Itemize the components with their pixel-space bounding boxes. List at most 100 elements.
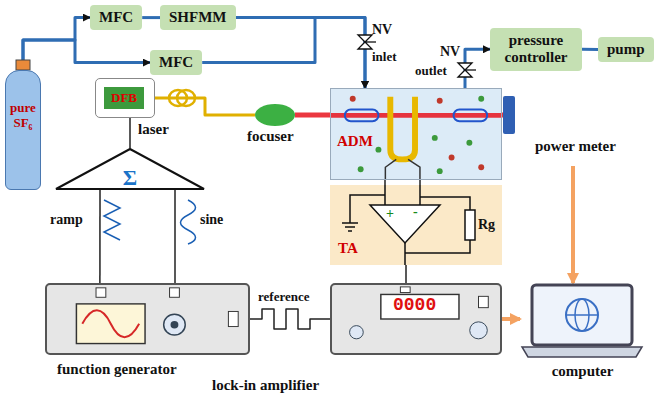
drawing-part bbox=[96, 288, 106, 297]
node-text: computer bbox=[520, 363, 645, 380]
drawing-part bbox=[358, 166, 364, 172]
drawing-part bbox=[465, 210, 475, 240]
drawing-part bbox=[82, 310, 139, 337]
node-text: pure SF₆ bbox=[6, 101, 40, 131]
diagram-label: NV bbox=[372, 22, 392, 37]
diagram-label: inlet bbox=[372, 50, 397, 64]
flowmeter-box: SHFMM bbox=[160, 5, 236, 30]
node-text: function generator bbox=[57, 361, 177, 378]
node-text: SHFMM bbox=[169, 9, 227, 26]
diagram-label: + bbox=[386, 206, 394, 221]
node-text: power meter bbox=[535, 138, 616, 155]
node-text: MFC bbox=[99, 9, 133, 26]
gas-cylinder: pure SF₆ bbox=[5, 70, 41, 190]
drawing-part bbox=[566, 299, 598, 331]
node-text: MFC bbox=[159, 54, 193, 71]
drawing-part bbox=[466, 140, 472, 146]
pump-box: pump bbox=[598, 37, 654, 62]
drawing-part bbox=[375, 147, 381, 153]
drawing-part bbox=[171, 321, 179, 329]
laser-box: DFBlaser bbox=[95, 78, 155, 118]
pressure-controller-box: pressure controller bbox=[490, 28, 582, 71]
summer-triangle: Σ bbox=[55, 148, 205, 190]
node-text: pump bbox=[607, 41, 645, 58]
drawing-part bbox=[76, 304, 145, 344]
flow-controller-box: MFC bbox=[90, 5, 142, 30]
drawing-part bbox=[350, 96, 356, 102]
drawing-part bbox=[522, 347, 642, 357]
drawing-part bbox=[350, 195, 470, 265]
drawing-part bbox=[345, 110, 379, 122]
connector bbox=[571, 166, 575, 283]
node-text: lock-in amplifier bbox=[212, 377, 319, 394]
node-text: pressure controller bbox=[499, 32, 573, 67]
drawing-part bbox=[437, 168, 443, 174]
diagram-label: 0000 bbox=[393, 296, 436, 316]
drawing-part bbox=[381, 294, 459, 319]
connector bbox=[465, 49, 490, 88]
drawing-part bbox=[400, 287, 410, 293]
drawing-part bbox=[454, 110, 488, 122]
drawing-part bbox=[228, 311, 238, 326]
diagram-label: NV bbox=[440, 44, 460, 59]
node-text: focuser bbox=[247, 128, 294, 145]
drawing-part bbox=[532, 285, 632, 345]
amplifier-panel: TA bbox=[330, 185, 502, 265]
drawing-part bbox=[385, 185, 420, 205]
drawing-part bbox=[432, 135, 438, 141]
connector bbox=[23, 40, 150, 70]
power-meter: power meter bbox=[503, 96, 643, 166]
diagram-label: reference bbox=[258, 290, 309, 304]
node-text: TA bbox=[338, 240, 358, 257]
connector bbox=[250, 309, 330, 329]
connector bbox=[502, 317, 520, 321]
node-text: ADM bbox=[337, 133, 373, 150]
connector bbox=[405, 265, 407, 283]
connector bbox=[129, 118, 131, 148]
connector bbox=[295, 113, 330, 118]
drawing-part bbox=[181, 200, 196, 244]
focuser-lens: focuser bbox=[255, 104, 295, 126]
drawing-part bbox=[566, 314, 598, 316]
connector bbox=[582, 48, 598, 51]
drawing-part bbox=[385, 159, 420, 179]
power-meter-head bbox=[503, 96, 515, 134]
connector bbox=[99, 190, 101, 283]
connector bbox=[142, 16, 160, 19]
drawing-part bbox=[350, 326, 364, 339]
computer: computer bbox=[520, 283, 645, 393]
diagram-label: sine bbox=[200, 212, 223, 227]
lock-in-amplifier: lock-in amplifier bbox=[330, 283, 502, 355]
drawing-part bbox=[56, 149, 204, 189]
drawing-part bbox=[164, 314, 186, 335]
drawing-part bbox=[170, 288, 180, 297]
function-generator: function generator bbox=[45, 283, 250, 355]
drawing-part bbox=[16, 60, 30, 70]
drawing-part bbox=[177, 90, 195, 106]
drawing-part bbox=[449, 155, 455, 161]
diagram-label: outlet bbox=[415, 64, 447, 78]
drawing-part bbox=[478, 164, 484, 170]
node-text: Σ bbox=[55, 167, 205, 189]
node-text: laser bbox=[138, 121, 169, 138]
connector bbox=[236, 18, 366, 88]
diagram-label: Rg bbox=[478, 217, 495, 232]
drawing-part bbox=[390, 97, 415, 160]
drawing-part bbox=[47, 285, 248, 353]
drawing-part bbox=[365, 41, 376, 42]
diagram-label: - bbox=[413, 204, 418, 219]
drawing-part bbox=[342, 223, 358, 231]
drawing-part bbox=[104, 200, 120, 240]
drawing-part bbox=[465, 69, 476, 70]
drawing-part bbox=[470, 322, 488, 339]
drawing-part bbox=[437, 98, 443, 104]
flow-controller-box: MFC bbox=[150, 50, 202, 75]
node-text: DFB bbox=[104, 87, 144, 109]
drawing-part bbox=[479, 296, 489, 307]
drawing-part bbox=[370, 205, 440, 243]
connector bbox=[174, 190, 176, 283]
diagram-label: ramp bbox=[50, 212, 83, 227]
adm-cell: ADM bbox=[330, 88, 502, 180]
drawing-part bbox=[478, 96, 484, 102]
